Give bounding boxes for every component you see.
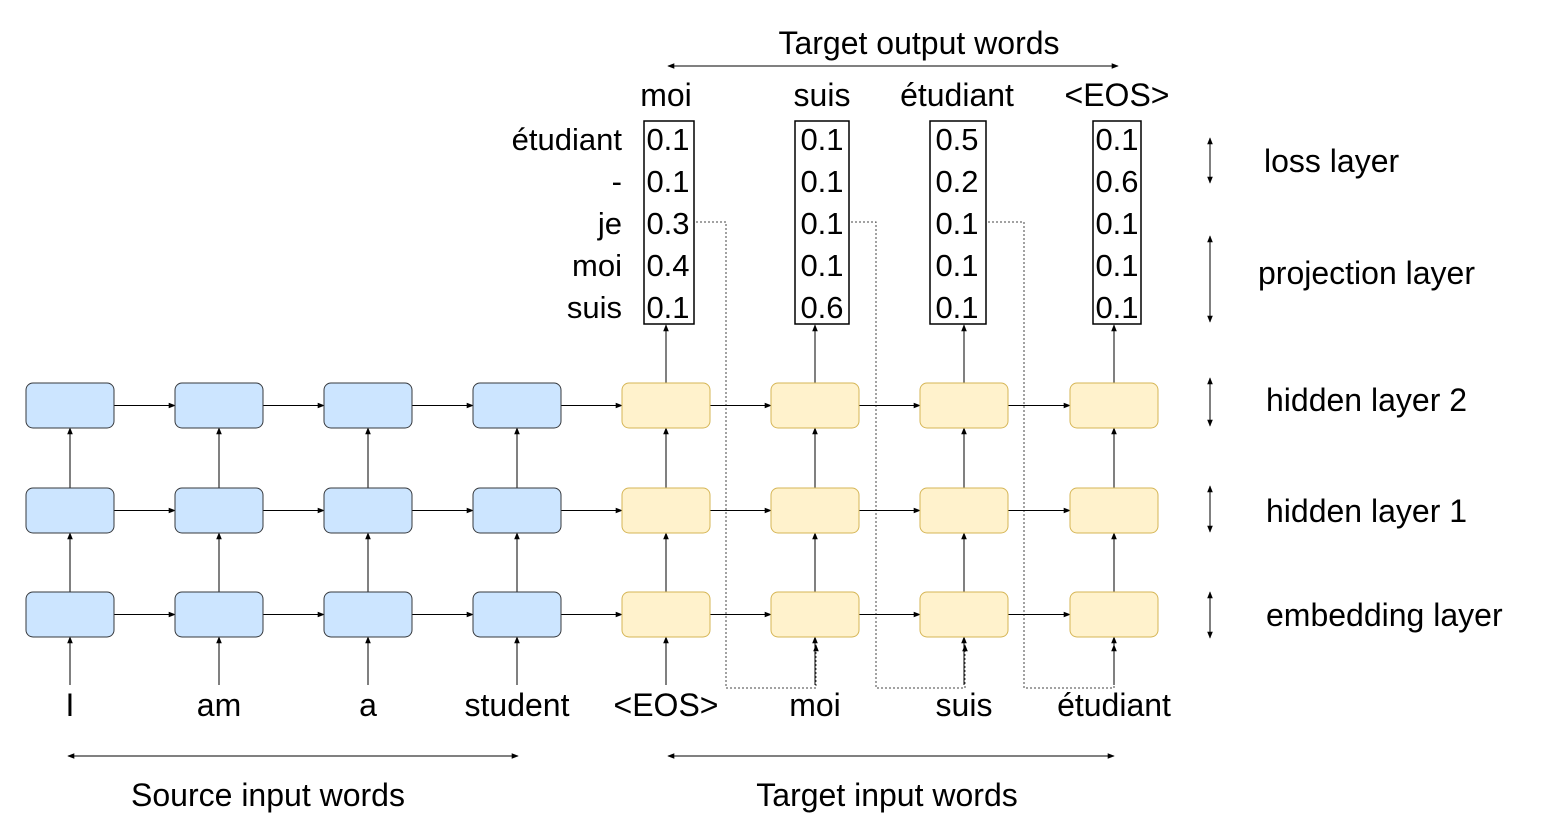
probability-value: 0.1 (646, 290, 689, 325)
probability-value: 0.1 (646, 122, 689, 157)
encoder-hidden-2-cell (323, 382, 413, 429)
probability-value: 0.1 (935, 206, 978, 241)
encoder-embedding-cell (174, 591, 264, 638)
input-words: I am a student <EOS> moi suis étudiant (66, 687, 1171, 723)
feedback-line-suis (851, 221, 968, 689)
layer-labels: loss layer projection layer hidden layer… (1207, 137, 1503, 639)
embedding-layer-label: embedding layer (1266, 597, 1503, 633)
source-input-word: a (359, 687, 377, 723)
probability-columns: 0.1 0.1 0.3 0.4 0.1 0.1 0.1 0.1 0.1 0.6 0.5 0.2 0.1 0… (643, 120, 1142, 325)
probability-value: 0.5 (935, 122, 978, 157)
decoder-hidden-2-cell (621, 382, 711, 429)
decoder-hidden-2-cell (1069, 382, 1159, 429)
probability-box (643, 120, 695, 325)
probability-value: 0.1 (646, 164, 689, 199)
hidden-layer-1-label: hidden layer 1 (1266, 493, 1467, 529)
probability-box (929, 120, 987, 325)
output-word: étudiant (900, 77, 1014, 113)
encoder-embedding-cell (472, 591, 562, 638)
output-word: suis (794, 77, 851, 113)
encoder-hidden-1-cell (472, 487, 562, 534)
probability-value: 0.2 (935, 164, 978, 199)
output-words: moi suis étudiant <EOS> (640, 77, 1169, 113)
output-word: <EOS> (1065, 77, 1170, 113)
probability-value: 0.1 (935, 290, 978, 325)
probability-value: 0.1 (1095, 248, 1138, 283)
encoder-hidden-2-cell (25, 382, 115, 429)
decoder-embedding-cell (919, 591, 1009, 638)
decoder-embedding-cell (621, 591, 711, 638)
source-input-caption: Source input words (131, 777, 405, 813)
vocab-label: étudiant (512, 122, 623, 157)
target-output-caption: Target output words (778, 25, 1059, 61)
vocab-label: suis (567, 290, 622, 325)
encoder-embedding-cell (25, 591, 115, 638)
target-input-word: étudiant (1057, 687, 1171, 723)
encoder-hidden-1-cell (323, 487, 413, 534)
feedback-line-moi (696, 221, 819, 689)
probability-value: 0.1 (800, 164, 843, 199)
probability-box (794, 120, 850, 325)
probability-value: 0.1 (1095, 206, 1138, 241)
target-input-word: <EOS> (614, 687, 719, 723)
feedback-line-etudiant (988, 221, 1117, 689)
source-input-word: I (66, 687, 75, 723)
vocab-labels: étudiant - je moi suis (512, 122, 623, 325)
encoder-hidden-1-cell (25, 487, 115, 534)
vocab-label: moi (572, 248, 622, 283)
decoder-hidden-2-cell (919, 382, 1009, 429)
target-input-word: moi (789, 687, 841, 723)
decoder-hidden-2-cell (770, 382, 860, 429)
encoder-hidden-1-cell (174, 487, 264, 534)
probability-value: 0.1 (1095, 122, 1138, 157)
decoder-hidden-1-cell (621, 487, 711, 534)
probability-value: 0.6 (1095, 164, 1138, 199)
loss-layer-label: loss layer (1264, 143, 1400, 179)
probability-value: 0.1 (800, 122, 843, 157)
hidden-layer-2-label: hidden layer 2 (1266, 382, 1467, 418)
output-word: moi (640, 77, 692, 113)
decoder-embedding-cell (770, 591, 860, 638)
encoder-hidden-2-cell (174, 382, 264, 429)
probability-value: 0.1 (935, 248, 978, 283)
target-input-caption: Target input words (756, 777, 1017, 813)
vocab-label: je (597, 206, 622, 241)
decoder-embedding-cell (1069, 591, 1159, 638)
source-input-word: am (197, 687, 241, 723)
probability-box (1092, 120, 1142, 325)
decoder-hidden-1-cell (1069, 487, 1159, 534)
network-cells (25, 324, 1159, 685)
probability-value: 0.1 (800, 248, 843, 283)
source-input-word: student (465, 687, 570, 723)
probability-value: 0.1 (1095, 290, 1138, 325)
probability-value: 0.6 (800, 290, 843, 325)
decoder-hidden-1-cell (919, 487, 1009, 534)
probability-value: 0.3 (646, 206, 689, 241)
probability-value: 0.1 (800, 206, 843, 241)
encoder-hidden-2-cell (472, 382, 562, 429)
vocab-label: - (612, 164, 622, 199)
decoder-hidden-1-cell (770, 487, 860, 534)
feedback-connectors (696, 221, 1117, 689)
target-input-word: suis (936, 687, 993, 723)
projection-layer-label: projection layer (1258, 255, 1475, 291)
encoder-embedding-cell (323, 591, 413, 638)
probability-value: 0.4 (646, 248, 689, 283)
